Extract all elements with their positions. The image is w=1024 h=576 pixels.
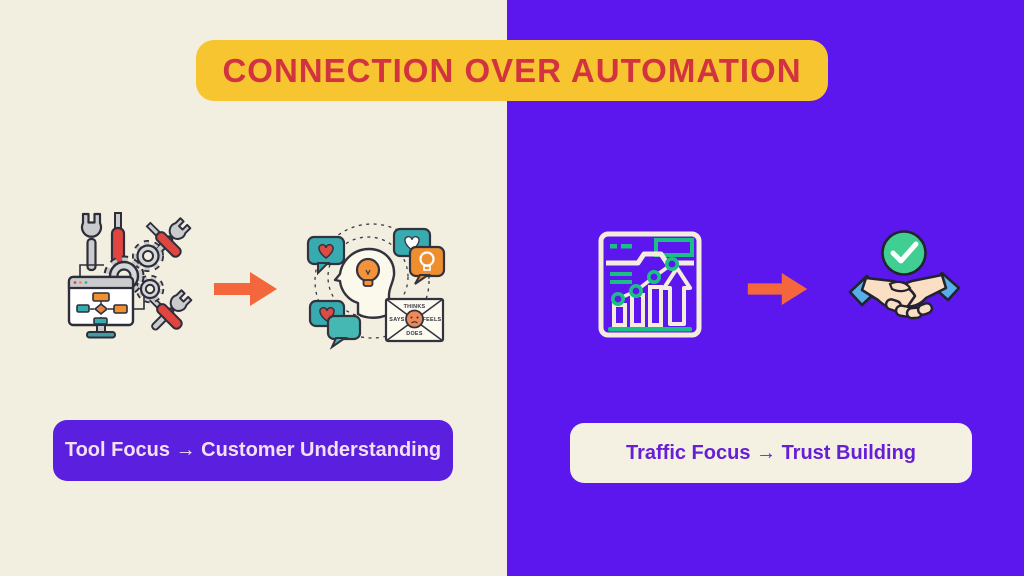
title-banner: CONNECTION OVER AUTOMATION: [196, 40, 828, 101]
tool-focus-label: Tool Focus → Customer Understanding: [53, 420, 453, 481]
monitor-flowchart: [67, 275, 135, 339]
empathy-quadrant-envelope: THINKS SAYS FEELS DOES: [384, 297, 445, 343]
title-text: CONNECTION OVER AUTOMATION: [222, 51, 802, 89]
handshake-icon: [846, 228, 963, 343]
empathy-thinks-label: THINKS: [404, 304, 426, 310]
gear-small-top: [132, 240, 164, 272]
empathy-feels-label: FEELS: [423, 317, 442, 323]
arrow-right-icon: [747, 272, 809, 306]
empathy-map-icon: THINKS SAYS FEELS DOES: [298, 213, 446, 351]
traffic-focus-label: Traffic Focus → Trust Building: [570, 423, 972, 483]
arrow-right-svg: [747, 272, 808, 306]
empathy-says-label: SAYS: [389, 317, 404, 323]
empathy-does-label: DOES: [406, 331, 423, 337]
tools-gears-svg: [67, 212, 193, 339]
traffic-focus-label-text: Traffic Focus → Trust Building: [625, 441, 917, 464]
arrow-right-svg: [214, 272, 277, 306]
gear-small-bottom: [135, 274, 165, 304]
handshake-svg: [848, 230, 961, 320]
analytics-chart-icon: [598, 231, 702, 338]
analytics-chart-svg: [598, 231, 702, 338]
tool-focus-label-text: Tool Focus → Customer Understanding: [64, 439, 442, 461]
empathy-map-svg: THINKS SAYS FEELS DOES: [306, 223, 446, 350]
arrow-right-icon: [214, 271, 278, 307]
tools-gears-icon: [64, 210, 197, 345]
